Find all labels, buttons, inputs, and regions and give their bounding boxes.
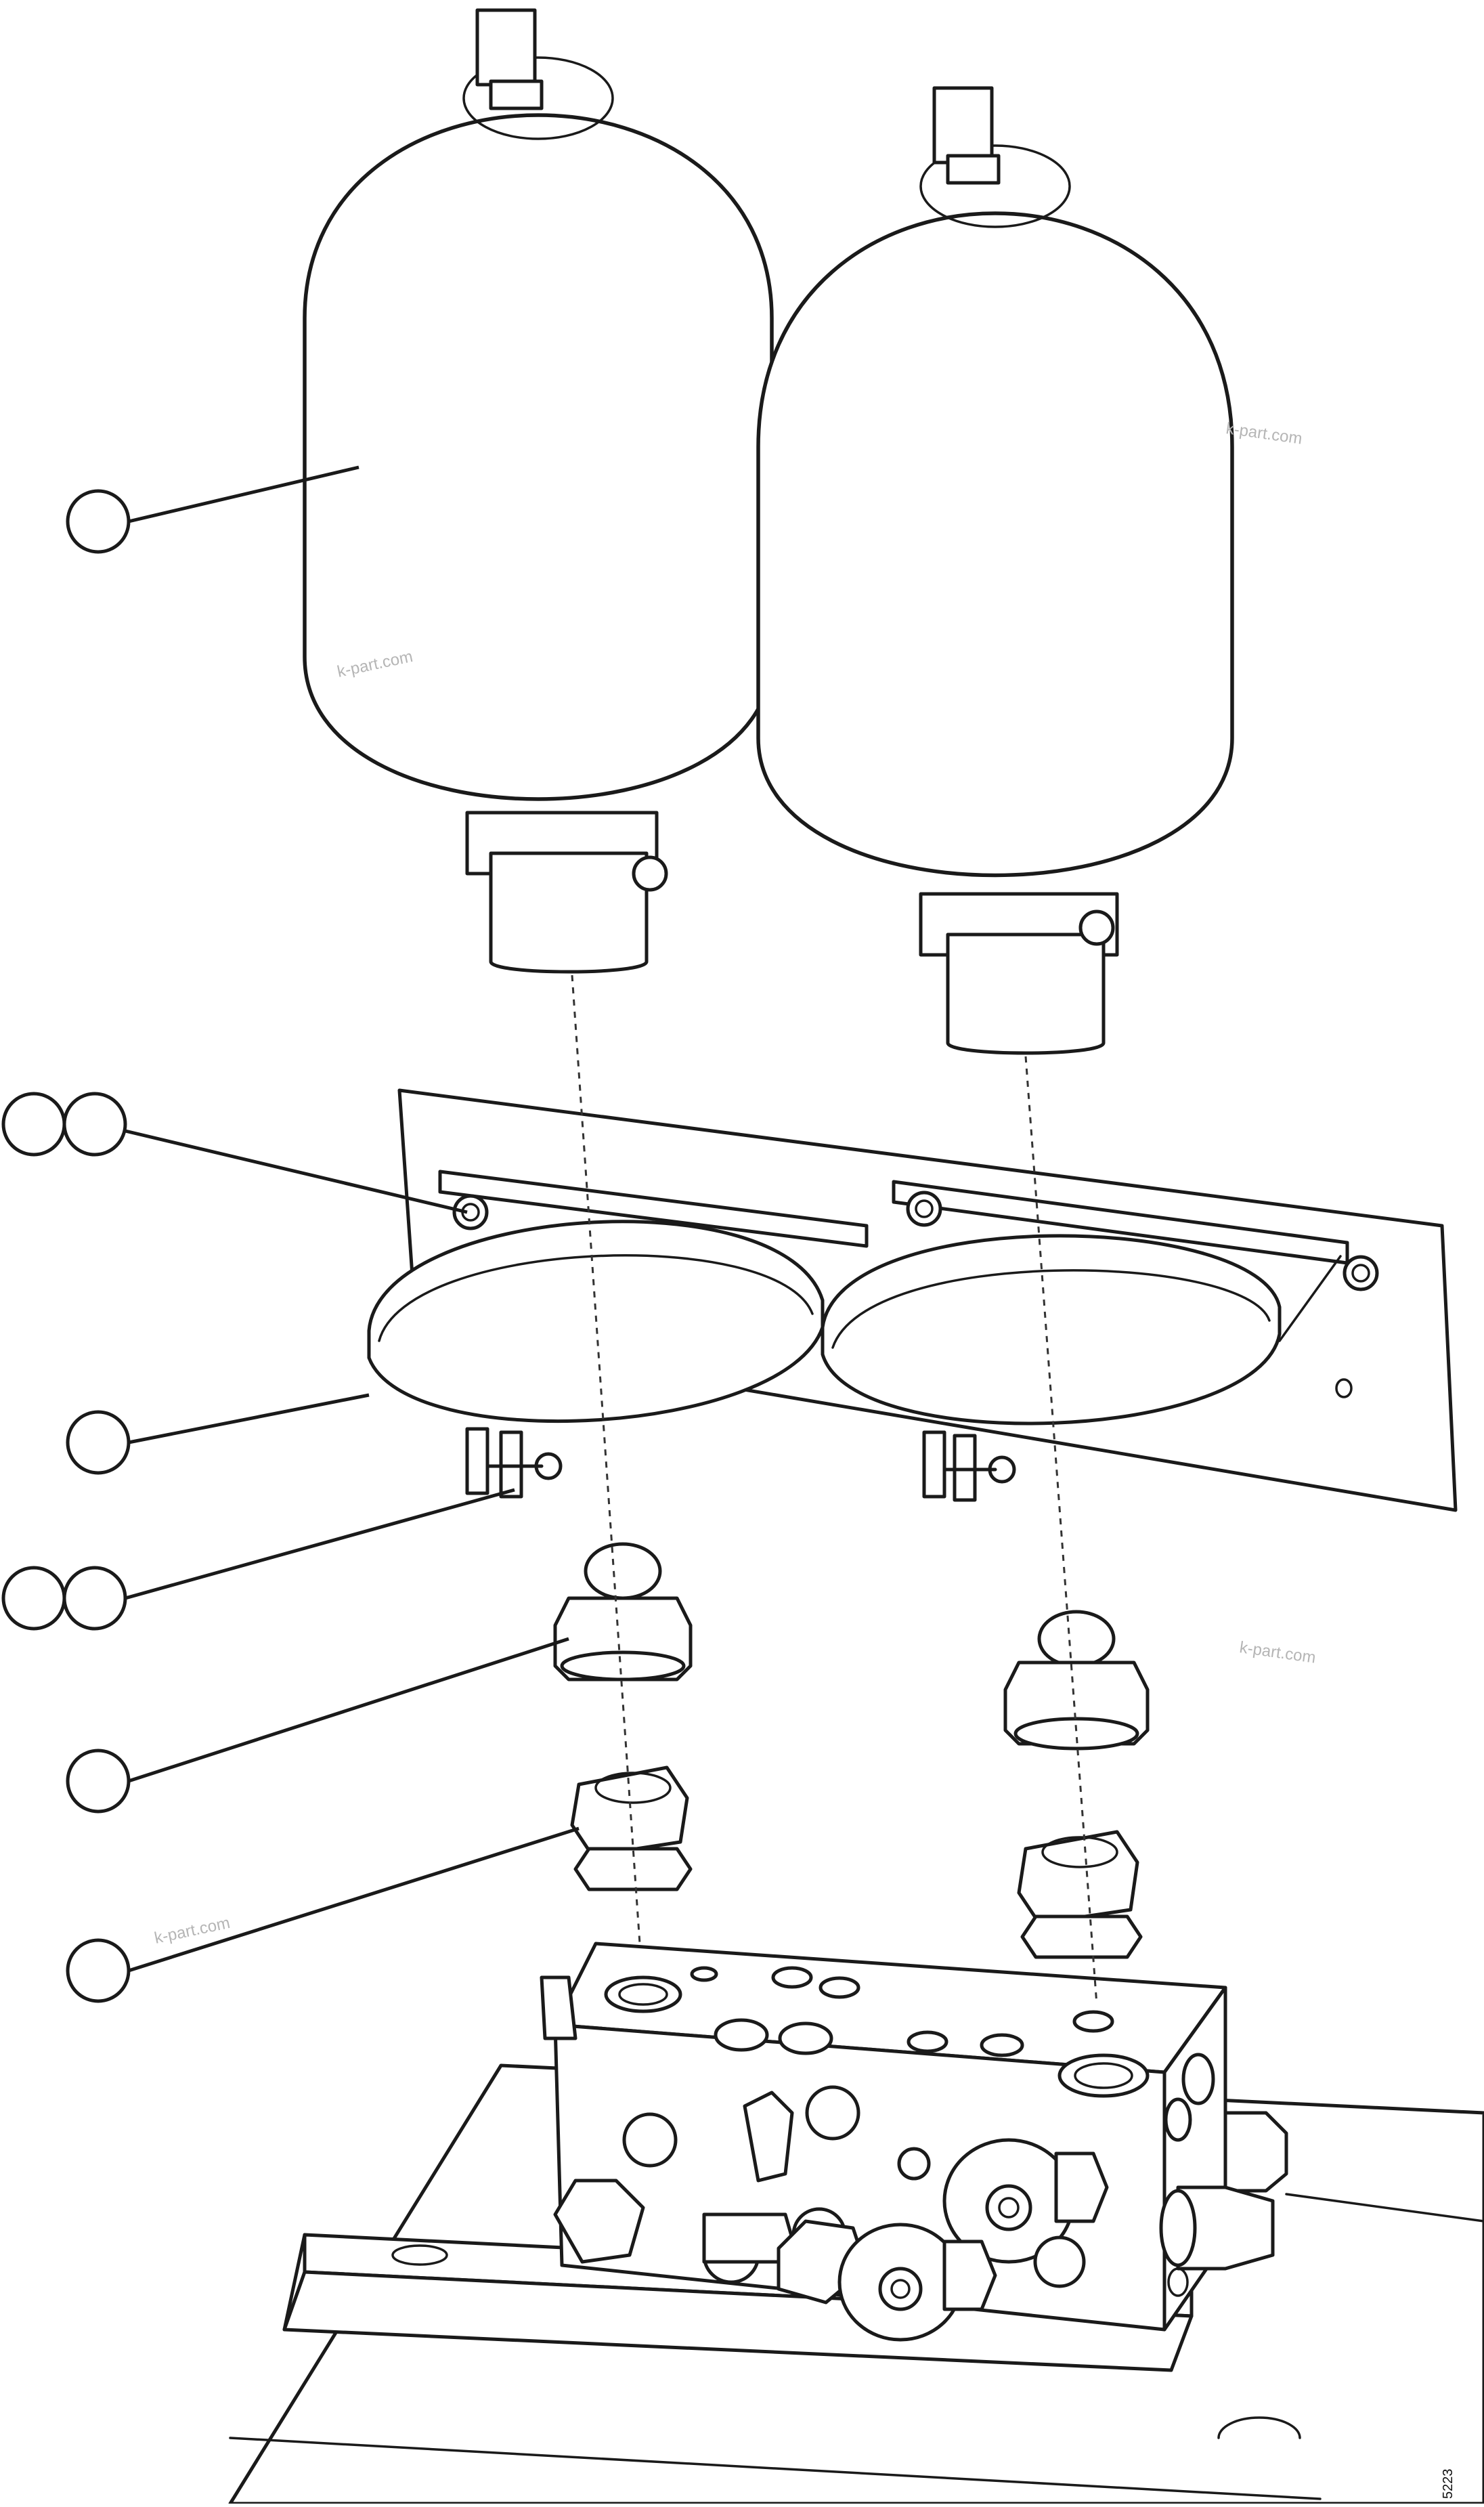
reducer-fitting-left	[570, 1765, 693, 1891]
adapter-fitting-right-upper	[1003, 1610, 1150, 1751]
bracket-bolt-3	[1343, 1255, 1379, 1291]
callout-1[interactable]	[66, 465, 359, 554]
callout-2[interactable]	[1, 1092, 468, 1214]
callout-4[interactable]	[1, 1488, 515, 1631]
callout-3[interactable]	[66, 1393, 370, 1475]
bracket-bolt-2	[906, 1191, 942, 1227]
reducer-fitting-right	[1017, 1830, 1143, 1959]
assembly-center-lines	[571, 974, 1098, 2005]
callout-6[interactable]	[66, 1826, 580, 2003]
accumulator-tank-left	[303, 8, 774, 974]
valve-manifold-block	[540, 1942, 1484, 2342]
bracket-bolt-1	[452, 1194, 489, 1230]
watermark-3: k-part.com	[1238, 1638, 1317, 1667]
callout-5[interactable]	[66, 1637, 569, 1814]
drawing-number: 5223	[1441, 2469, 1456, 2500]
watermark-1: k-part.com	[1225, 419, 1303, 448]
adapter-fitting-left-upper	[553, 1542, 693, 1681]
accumulator-tank-right	[756, 86, 1234, 1055]
